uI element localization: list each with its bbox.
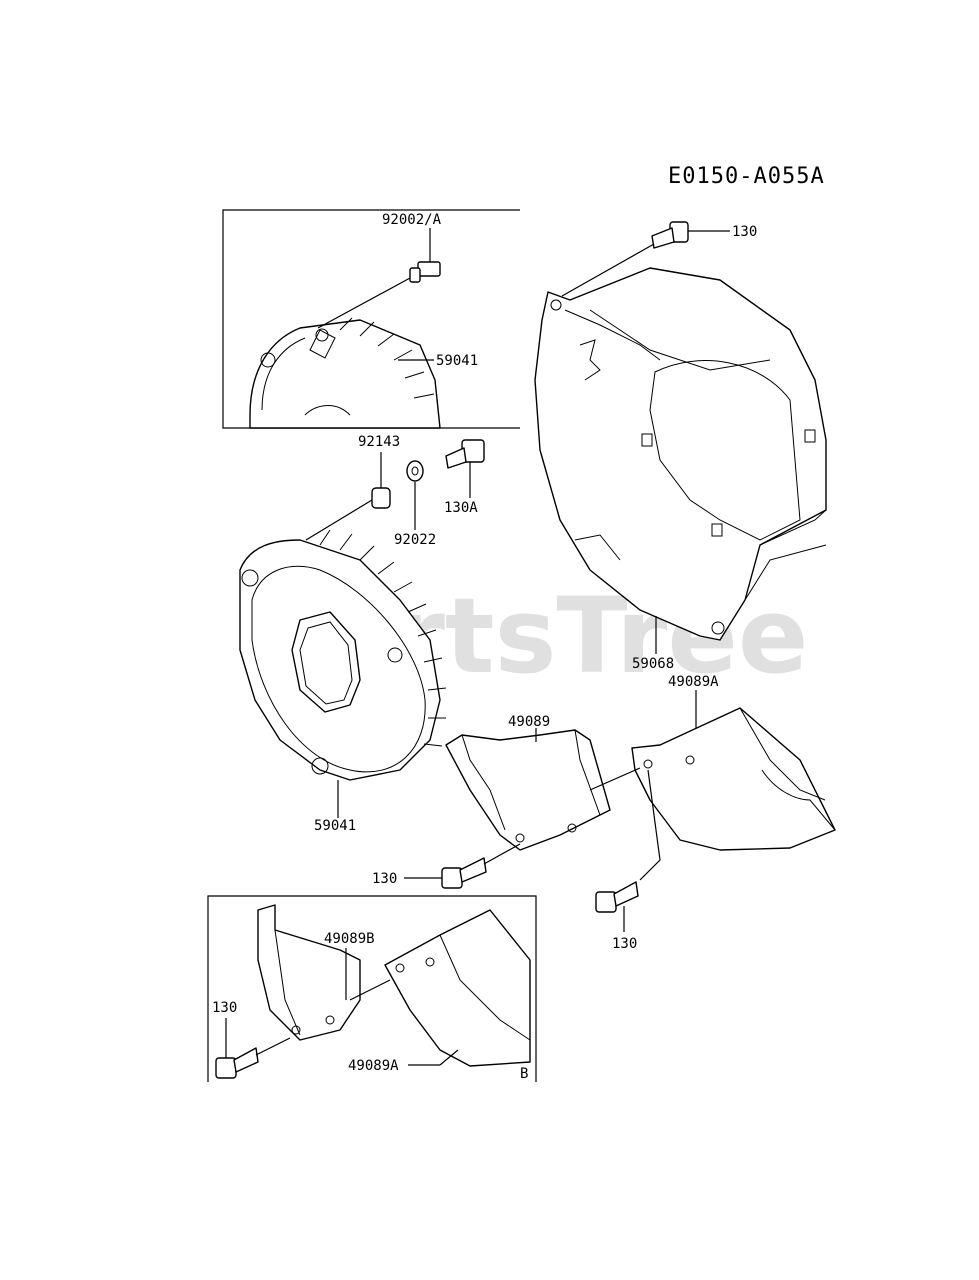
label-59068: 59068 xyxy=(632,656,674,672)
label-92143: 92143 xyxy=(358,434,400,450)
bolt-small-drawing xyxy=(445,439,485,469)
label-92022: 92022 xyxy=(394,532,436,548)
inset-top-fan-drawing xyxy=(249,317,441,429)
label-49089a: 49089A xyxy=(668,674,719,690)
inset-bottom-frame xyxy=(207,895,537,1082)
label-59041: 59041 xyxy=(314,818,356,834)
label-49089a-inset: 49089A xyxy=(348,1058,399,1074)
label-92002-a: 92002/A xyxy=(382,212,442,228)
inset-bottom-drawing xyxy=(215,904,531,1079)
cover-left-drawing xyxy=(445,729,611,851)
inset-top: 92002/A 59041 xyxy=(222,209,520,429)
inset-bottom: 49089B 130 49089A B xyxy=(207,895,537,1082)
bolt-top-right-drawing xyxy=(561,221,689,297)
label-130a: 130A xyxy=(444,500,478,516)
fan-housing-drawing xyxy=(534,267,827,641)
nut-drawing xyxy=(371,487,391,509)
inset-bottom-corner-tag: B xyxy=(520,1066,528,1082)
inset-top-screw-drawing xyxy=(317,261,441,329)
label-130-left: 130 xyxy=(372,871,397,887)
label-130-right: 130 xyxy=(612,936,637,952)
label-49089b: 49089B xyxy=(324,931,375,947)
label-130-top-right: 130 xyxy=(732,224,757,240)
label-59041-inset: 59041 xyxy=(436,353,478,369)
cover-right-drawing xyxy=(631,707,836,851)
label-130-inset: 130 xyxy=(212,1000,237,1016)
label-49089: 49089 xyxy=(508,714,550,730)
bolt-right-drawing xyxy=(595,881,639,913)
bolt-left-drawing xyxy=(441,843,521,889)
diagram-code: E0150-A055A xyxy=(668,164,825,189)
fan-drawing xyxy=(239,529,447,781)
washer-drawing xyxy=(406,460,424,482)
